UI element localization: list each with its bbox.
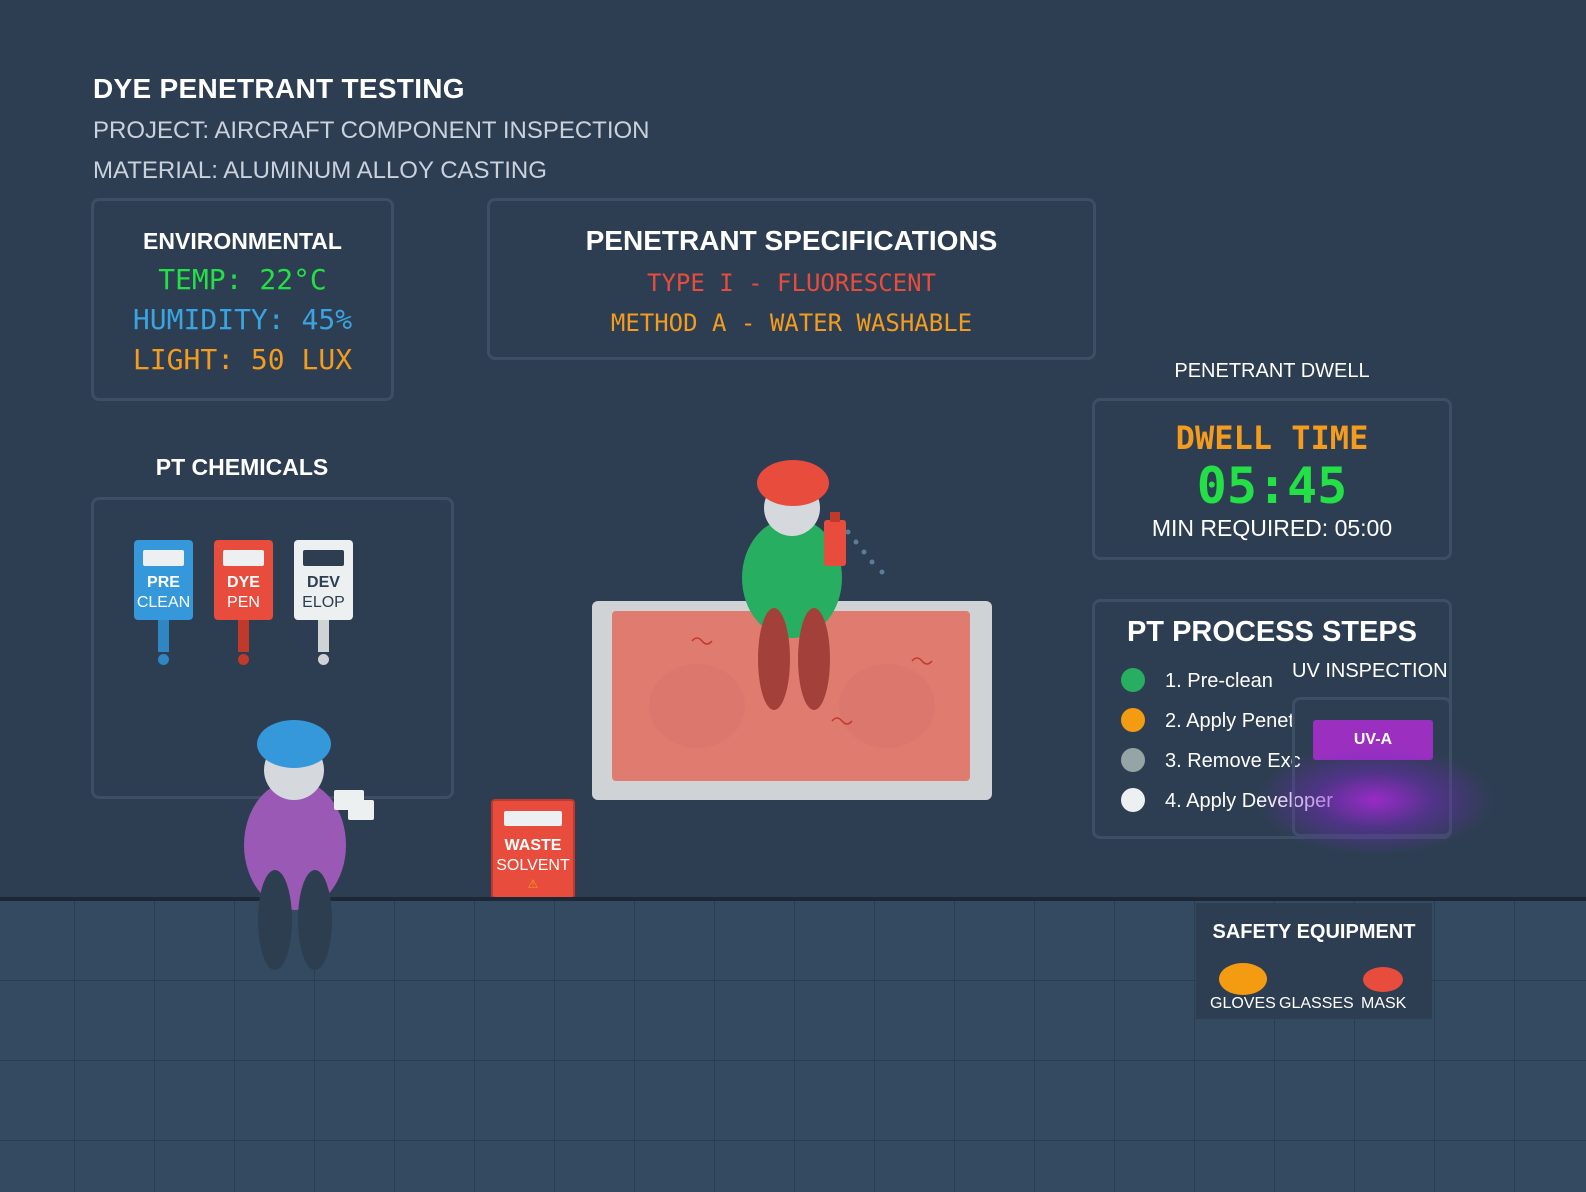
technician-leg bbox=[798, 608, 830, 710]
warning-icon: ⚠ bbox=[527, 877, 539, 891]
uv-light-glow bbox=[1255, 745, 1495, 855]
spray-can-nozzle bbox=[830, 512, 840, 522]
dwell-timer-panel: DWELL TIME 05:45 MIN REQUIRED: 05:00 bbox=[1092, 398, 1452, 560]
technician-hat bbox=[757, 460, 829, 506]
material-label: MATERIAL: ALUMINUM ALLOY CASTING bbox=[93, 157, 547, 184]
temperature-readout: TEMP: 22°C bbox=[158, 263, 327, 296]
penetrant-liquid bbox=[612, 611, 970, 781]
bottle-label-line1: DEV bbox=[307, 574, 340, 591]
technician-developer bbox=[244, 720, 384, 970]
mask-icon bbox=[1363, 967, 1403, 992]
gloves-icon bbox=[1219, 963, 1267, 995]
technician-sprayer bbox=[742, 460, 902, 710]
bottle-label-line2: PEN bbox=[227, 594, 260, 611]
penetrant-tank[interactable] bbox=[592, 601, 992, 800]
uv-inspection-label: UV INSPECTION bbox=[1292, 660, 1448, 682]
waste-label-line1: WASTE bbox=[504, 837, 562, 854]
step-status-icon bbox=[1121, 668, 1145, 692]
technician-leg bbox=[258, 870, 292, 970]
developer-nozzle bbox=[318, 620, 329, 652]
technician-leg bbox=[758, 608, 790, 710]
step-status-icon bbox=[1121, 708, 1145, 732]
bottle-label-line2: ELOP bbox=[302, 594, 345, 611]
spray-mist bbox=[845, 529, 885, 575]
page-title: DYE PENETRANT TESTING bbox=[93, 73, 465, 104]
spray-can-icon bbox=[824, 520, 846, 566]
bottle-label-line1: DYE bbox=[227, 574, 260, 591]
process-steps-title: PT PROCESS STEPS bbox=[1126, 616, 1418, 648]
waste-solvent-container[interactable]: WASTE SOLVENT ⚠ bbox=[491, 799, 575, 899]
developer-drop bbox=[318, 654, 329, 665]
environmental-panel: ENVIRONMENTAL TEMP: 22°C HUMIDITY: 45% L… bbox=[91, 198, 394, 401]
safety-item-mask[interactable]: MASK bbox=[1361, 995, 1407, 1012]
safety-item-glasses[interactable]: GLASSES bbox=[1279, 995, 1354, 1012]
safety-equipment-title: SAFETY EQUIPMENT bbox=[1212, 921, 1416, 943]
project-label: PROJECT: AIRCRAFT COMPONENT INSPECTION bbox=[93, 117, 650, 144]
humidity-readout: HUMIDITY: 45% bbox=[132, 303, 353, 336]
penetrant-method: METHOD A - WATER WASHABLE bbox=[610, 309, 973, 337]
pre-clean-bottle[interactable]: PRE CLEAN bbox=[134, 540, 193, 620]
light-readout: LIGHT: 50 LUX bbox=[132, 343, 353, 376]
technician-leg bbox=[298, 870, 332, 970]
pre-clean-drop bbox=[158, 654, 169, 665]
dwell-time-value: 05:45 bbox=[1196, 457, 1348, 515]
dye-penetrant-nozzle bbox=[238, 620, 249, 652]
dye-penetrant-bottle[interactable]: DYE PEN bbox=[214, 540, 273, 620]
bottle-label-strip bbox=[143, 550, 184, 566]
step-status-icon bbox=[1121, 788, 1145, 812]
penetrant-type: TYPE I - FLUORESCENT bbox=[647, 269, 936, 297]
bottle-label-strip bbox=[223, 550, 264, 566]
test-part-outline bbox=[649, 637, 935, 748]
chemicals-title: PT CHEMICALS bbox=[155, 454, 329, 480]
dwell-label: PENETRANT DWELL bbox=[1174, 360, 1370, 382]
dye-penetrant-drop bbox=[238, 654, 249, 665]
technician-hat bbox=[257, 720, 331, 768]
dwell-min-required: MIN REQUIRED: 05:00 bbox=[1151, 515, 1393, 541]
waste-label-strip bbox=[504, 811, 562, 826]
process-step-3[interactable]: 3. Remove Exc bbox=[1165, 750, 1301, 772]
developer-bottle[interactable]: DEV ELOP bbox=[294, 540, 353, 620]
chemicals-panel: PRE CLEAN DYE PEN DEV ELOP bbox=[91, 497, 454, 799]
waste-label-line2: SOLVENT bbox=[496, 857, 570, 874]
safety-item-gloves[interactable]: GLOVES bbox=[1210, 995, 1276, 1012]
step-status-icon bbox=[1121, 748, 1145, 772]
pre-clean-nozzle bbox=[158, 620, 169, 652]
floor-edge bbox=[0, 897, 1586, 901]
safety-equipment-panel: SAFETY EQUIPMENT GLOVES GLASSES MASK bbox=[1196, 903, 1432, 1019]
bottle-label-strip bbox=[303, 550, 344, 566]
environmental-title: ENVIRONMENTAL bbox=[143, 228, 342, 254]
bottle-label-line2: CLEAN bbox=[136, 594, 191, 611]
process-step-2[interactable]: 2. Apply Penet bbox=[1165, 710, 1294, 732]
process-step-1[interactable]: 1. Pre-clean bbox=[1165, 670, 1273, 692]
bottle-label-line1: PRE bbox=[147, 574, 180, 591]
specifications-title: PENETRANT SPECIFICATIONS bbox=[585, 225, 998, 256]
developer-card-icon bbox=[348, 800, 374, 820]
penetrant-specifications-panel: PENETRANT SPECIFICATIONS TYPE I - FLUORE… bbox=[487, 198, 1096, 360]
dwell-time-title: DWELL TIME bbox=[1175, 419, 1369, 457]
